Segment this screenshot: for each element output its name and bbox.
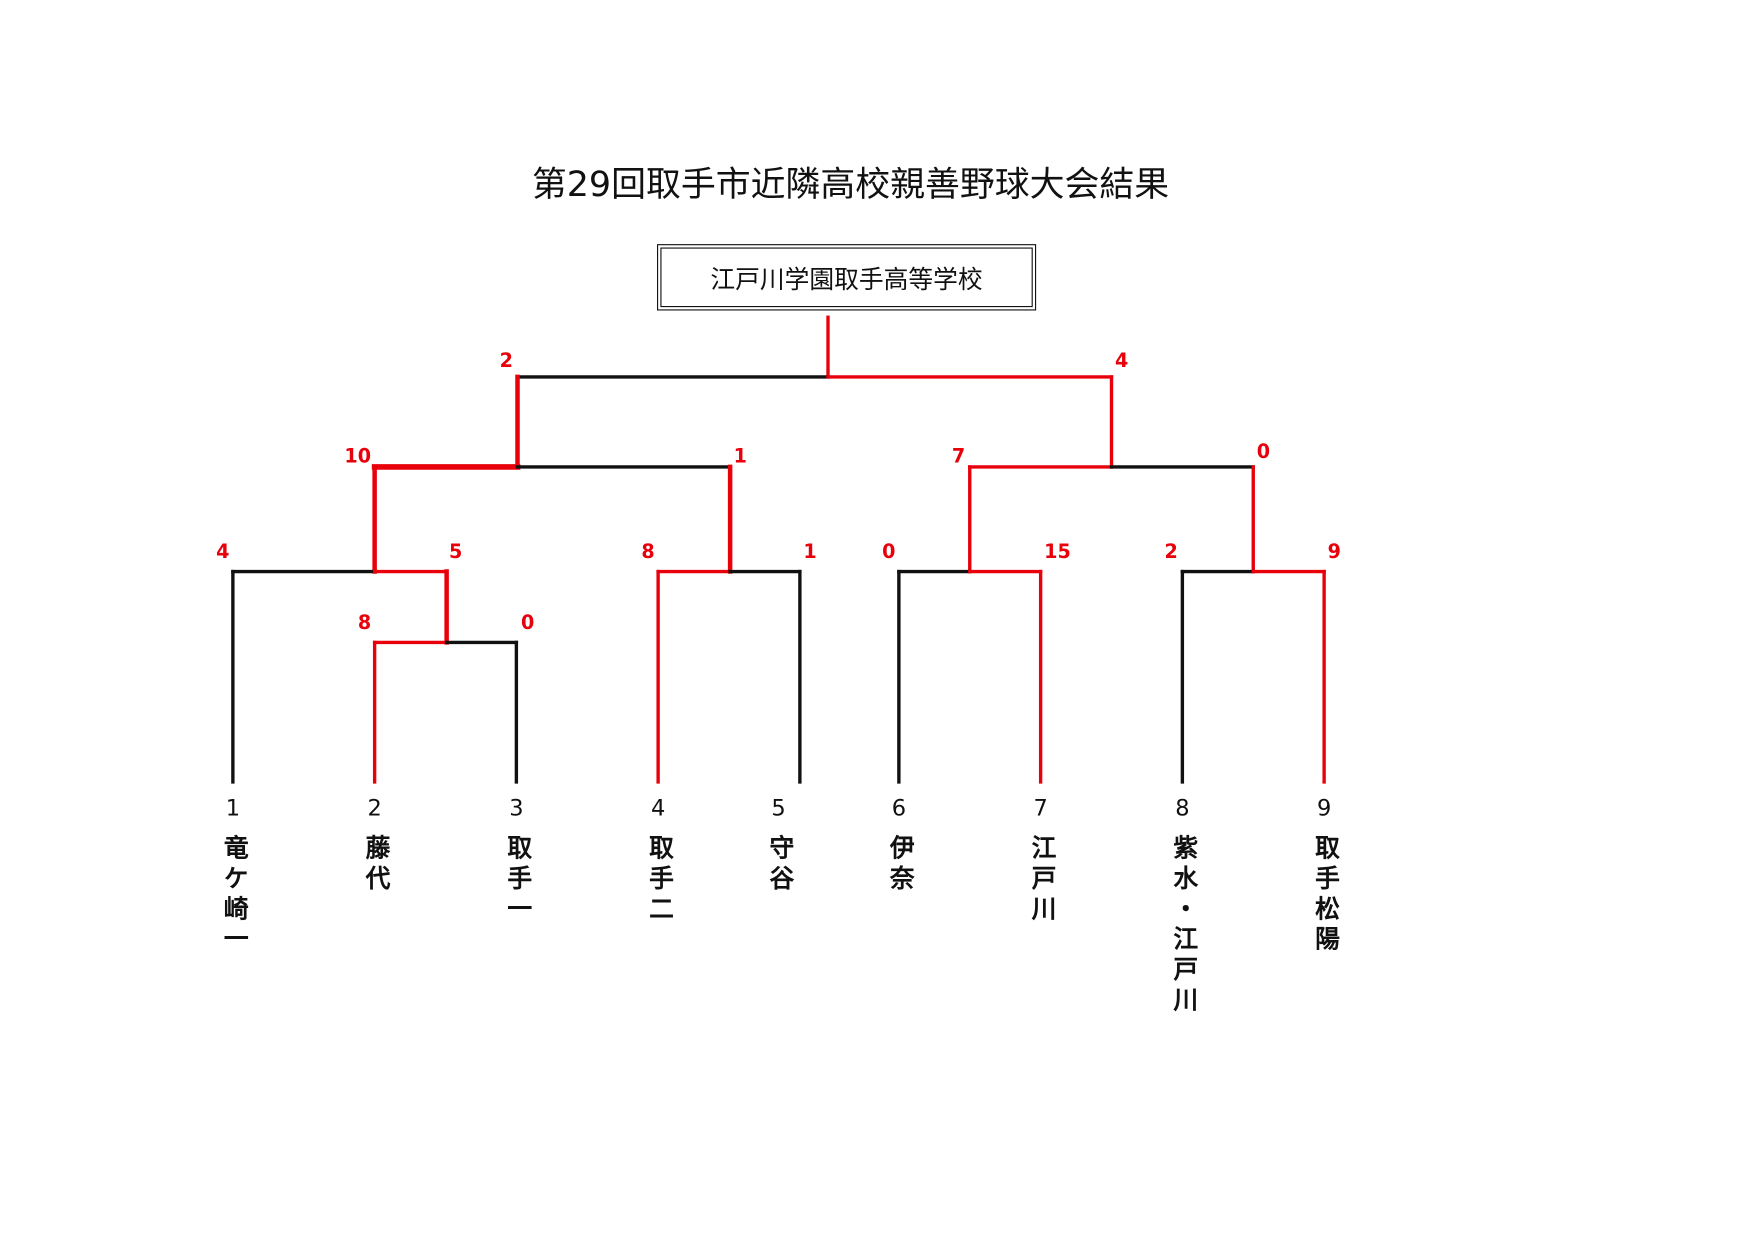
score-r1c-left: 0 (882, 541, 896, 564)
team-name: 取手一 (502, 834, 531, 926)
team-seed: 5 (771, 794, 786, 822)
score-r0-right: 0 (520, 612, 535, 635)
score-final-left: 2 (499, 349, 513, 373)
score-final-right: 4 (1114, 349, 1129, 373)
team-seed: 3 (509, 794, 524, 822)
score-r0-left: 8 (357, 612, 372, 635)
team-name: 守谷 (765, 834, 794, 896)
team-seed: 4 (650, 794, 666, 822)
page-title: 第29回取手市近隣高校親善野球大会結果 (531, 164, 1170, 205)
team-seed: 8 (1175, 794, 1190, 822)
team-seed: 9 (1316, 794, 1332, 822)
score-r1a-right: 5 (448, 541, 463, 564)
score-r1b-right: 1 (803, 541, 817, 564)
team-name: 取手二 (644, 834, 673, 926)
team-name: 江戸川 (1027, 834, 1056, 926)
team-name: 取手松陽 (1310, 834, 1339, 957)
champion-box: 江戸川学園取手高等学校 (657, 244, 1037, 311)
team-name: 竜ケ崎一 (219, 834, 248, 957)
team-seed: 7 (1033, 794, 1048, 822)
score-r1a-left: 4 (216, 541, 230, 564)
team-seed: 1 (225, 794, 241, 822)
score-r1d-left: 2 (1164, 541, 1178, 564)
team-name: 藤代 (361, 834, 390, 896)
score-r1b-left: 8 (641, 541, 655, 564)
team-name: 伊奈 (885, 834, 914, 896)
score-sf-right-right: 0 (1256, 441, 1271, 464)
team-name: 紫水・江戸川 (1168, 834, 1197, 1017)
score-r1c-right: 15 (1044, 541, 1071, 564)
score-r1d-right: 9 (1327, 541, 1341, 564)
score-sf-left-right: 1 (733, 445, 747, 469)
team-seed: 2 (367, 794, 382, 822)
team-seed: 6 (891, 794, 907, 822)
score-sf-right-left: 7 (951, 445, 966, 469)
score-sf-left-left: 10 (344, 445, 372, 469)
